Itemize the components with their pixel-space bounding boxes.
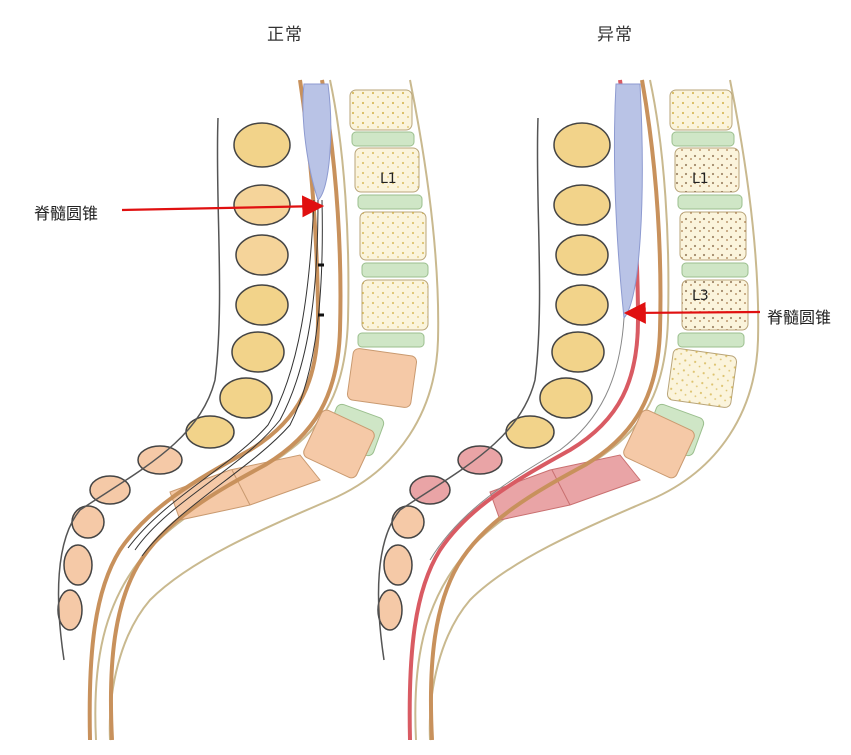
vertebra-label-normal-l1: L1 (380, 171, 397, 187)
abnormal-spine: L1 L3 (377, 79, 761, 741)
laminae-normal (57, 122, 291, 631)
arrow-abnormal (623, 301, 761, 324)
normal-spine: L1 (57, 79, 440, 741)
vertebral-bodies-abnormal (489, 89, 749, 521)
conus-medullaris-label-normal: 脊髓圆锥 (34, 204, 99, 223)
vertebra-label-abnormal-l1: L1 (692, 171, 709, 187)
laminae-abnormal (377, 122, 611, 631)
vertebral-bodies-normal (169, 89, 429, 521)
arrow-normal (121, 195, 325, 218)
panel-title-abnormal: 异常 (597, 25, 633, 45)
conus-medullaris-label-abnormal: 脊髓圆锥 (767, 308, 832, 327)
vertebra-label-abnormal-l3: L3 (692, 288, 709, 304)
panel-title-normal: 正常 (267, 25, 303, 45)
